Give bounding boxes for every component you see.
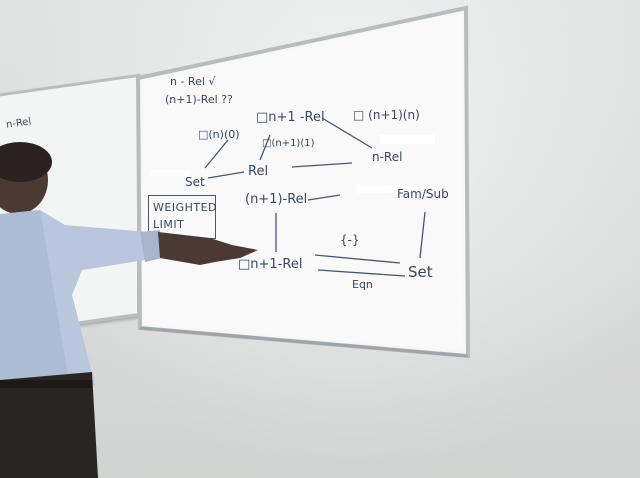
presenter-trousers [0,372,98,478]
board-box-n1-rel: □n+1-Rel [238,257,303,272]
board-n-rel: n-Rel [372,150,403,164]
board-braces: {-} [340,233,360,247]
board-set-left: Set [185,175,205,189]
board-rel: Rel [248,164,269,179]
weighted-limit-box: WEIGHTED LIMIT [148,195,218,239]
presenter-hand [158,232,258,265]
board-fam-sub: Fam/Sub [397,187,449,201]
board-n1rel: (n+1)-Rel [245,192,308,207]
board-line2: (n+1)-Rel ?? [165,93,233,106]
board-box-n1-1: □(n+1)(1) [262,138,315,149]
board-eqn: Eqn [352,278,373,291]
board-set-right: Set [408,263,433,281]
board-n1-rel: □n+1 -Rel [256,110,325,125]
board-line1: n - Rel √ [170,75,216,88]
weighted-label: WEIGHTED [153,201,218,214]
board-box-n1n: □ (n+1)(n) [353,108,420,122]
limit-label: LIMIT [153,218,185,231]
board-box-n0: □(n)(0) [198,128,240,141]
